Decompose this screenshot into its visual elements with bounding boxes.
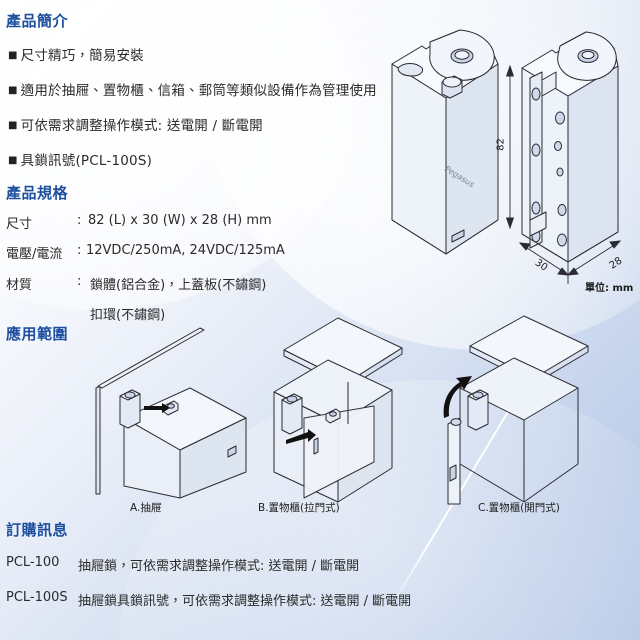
intro-bullet-1: ■尺寸精巧，簡易安裝 (8, 44, 144, 64)
order-code-pcl-100s: PCL-100S (6, 590, 68, 605)
bullet-marker-icon: ■ (8, 155, 18, 166)
intro-bullet-3-text: 可依需求調整操作模式: 送電開 / 斷電開 (20, 118, 263, 134)
intro-bullet-3: ■可依需求調整操作模式: 送電開 / 斷電開 (8, 114, 263, 134)
technical-drawing-isometric-lock: Pegasus (386, 22, 526, 282)
intro-bullet-4-text: 具鎖訊號(PCL-100S) (20, 153, 153, 169)
intro-bullet-4: ■具鎖訊號(PCL-100S) (8, 149, 152, 169)
spec-value-voltage: 12VDC/250mA, 24VDC/125mA (86, 243, 285, 258)
unit-note-label: 單位: mm (585, 283, 634, 294)
spec-label-size: 尺寸 (6, 217, 33, 232)
spec-label-material: 材質 (6, 278, 33, 293)
bullet-marker-icon: ■ (8, 85, 18, 96)
application-caption-b: B.置物櫃(拉門式) (258, 502, 340, 514)
order-desc-pcl-100s: 抽屜鎖具鎖訊號，可依需求調整操作模式: 送電開 / 斷電開 (78, 594, 412, 609)
spec-sep-size: : (77, 213, 82, 228)
section-heading-product-intro: 產品簡介 (6, 12, 69, 30)
spec-value-size: 82 (L) x 30 (W) x 28 (H) mm (88, 213, 272, 228)
spec-sep-material: : (77, 274, 82, 289)
intro-bullet-1-text: 尺寸精巧，簡易安裝 (20, 48, 144, 64)
application-diagram-swing-cabinet (432, 312, 617, 507)
bullet-marker-icon: ■ (8, 120, 18, 131)
section-heading-ordering: 訂購訊息 (6, 521, 69, 539)
application-caption-a: A.抽屜 (130, 502, 162, 514)
dimension-label-height: 82 (495, 138, 507, 151)
technical-drawing-dimensioned-view (500, 22, 640, 292)
intro-bullet-2: ■適用於抽屜、置物櫃、信箱、郵筒等類似設備作為管理使用 (8, 79, 377, 99)
bullet-marker-icon: ■ (8, 50, 18, 61)
section-heading-specifications: 產品規格 (6, 184, 69, 202)
application-caption-c: C.置物櫃(開門式) (478, 502, 560, 514)
spec-value-material: 鎖體(鋁合金)，上蓋板(不鏽鋼) (90, 278, 267, 293)
order-code-pcl-100: PCL-100 (6, 555, 60, 570)
spec-label-voltage: 電壓/電流 (6, 247, 63, 262)
order-desc-pcl-100: 抽屜鎖，可依需求調整操作模式: 送電開 / 斷電開 (78, 559, 360, 574)
spec-sep-voltage: : (77, 243, 82, 258)
application-diagram-sliding-cabinet (252, 312, 432, 507)
section-heading-applications: 應用範圍 (6, 325, 69, 343)
spec-value-material-line2: 扣環(不鏽鋼) (90, 308, 166, 323)
intro-bullet-2-text: 適用於抽屜、置物櫃、信箱、郵筒等類似設備作為管理使用 (20, 83, 377, 99)
application-diagram-drawer (78, 326, 258, 506)
